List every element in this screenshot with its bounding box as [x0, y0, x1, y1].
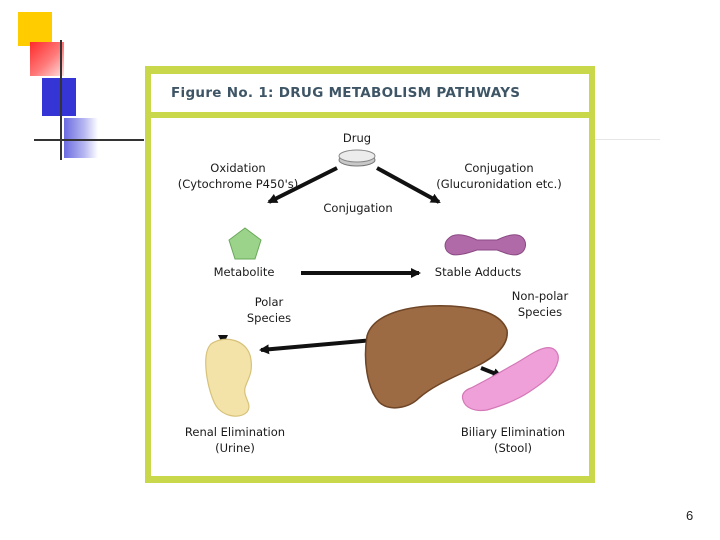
label-conjugation-right: Conjugation [464, 161, 533, 175]
intestine-icon [461, 347, 559, 412]
drug-pill-icon [338, 149, 376, 167]
label-stable-adducts: Stable Adducts [435, 265, 521, 279]
decor-square-yellow [18, 12, 52, 46]
decor-square-lavender [64, 118, 98, 158]
stable-adduct-icon [444, 234, 527, 256]
label-polar: Polar [255, 295, 284, 309]
label-metabolite: Metabolite [214, 265, 275, 279]
kidney-icon [205, 338, 252, 417]
label-renal: Renal Elimination [185, 425, 285, 439]
decor-line-vertical [60, 40, 62, 160]
pathway-diagram: Drug Oxidation (Cytochrome P450's) Conju… [178, 131, 569, 455]
label-renal-detail: (Urine) [215, 441, 255, 455]
decor-line-faint [590, 139, 660, 140]
arrow-drug-to-metabolite [267, 166, 338, 204]
decor-line-horizontal [34, 139, 144, 141]
label-oxidation-detail: (Cytochrome P450's) [178, 177, 298, 191]
figure-frame: Figure No. 1: DRUG METABOLISM PATHWAYS [145, 66, 595, 483]
label-nonpolar: Non-polar [512, 289, 569, 303]
label-drug: Drug [343, 131, 371, 145]
label-oxidation: Oxidation [210, 161, 265, 175]
figure-title: Figure No. 1: DRUG METABOLISM PATHWAYS [151, 74, 589, 112]
page-number: 6 [686, 508, 694, 523]
metabolite-icon [228, 227, 262, 260]
label-biliary: Biliary Elimination [461, 425, 565, 439]
figure-body: Drug Oxidation (Cytochrome P450's) Conju… [151, 118, 589, 476]
label-polar-species: Species [247, 311, 291, 325]
arrow-drug-to-adducts [376, 166, 441, 204]
label-conjugation-right-detail: (Glucuronidation etc.) [436, 177, 562, 191]
label-nonpolar-species: Species [518, 305, 562, 319]
decor-square-blue [42, 78, 76, 116]
label-biliary-detail: (Stool) [494, 441, 532, 455]
label-conjugation-mid: Conjugation [323, 201, 392, 215]
liver-icon [364, 305, 508, 409]
decor-square-red [30, 42, 64, 76]
